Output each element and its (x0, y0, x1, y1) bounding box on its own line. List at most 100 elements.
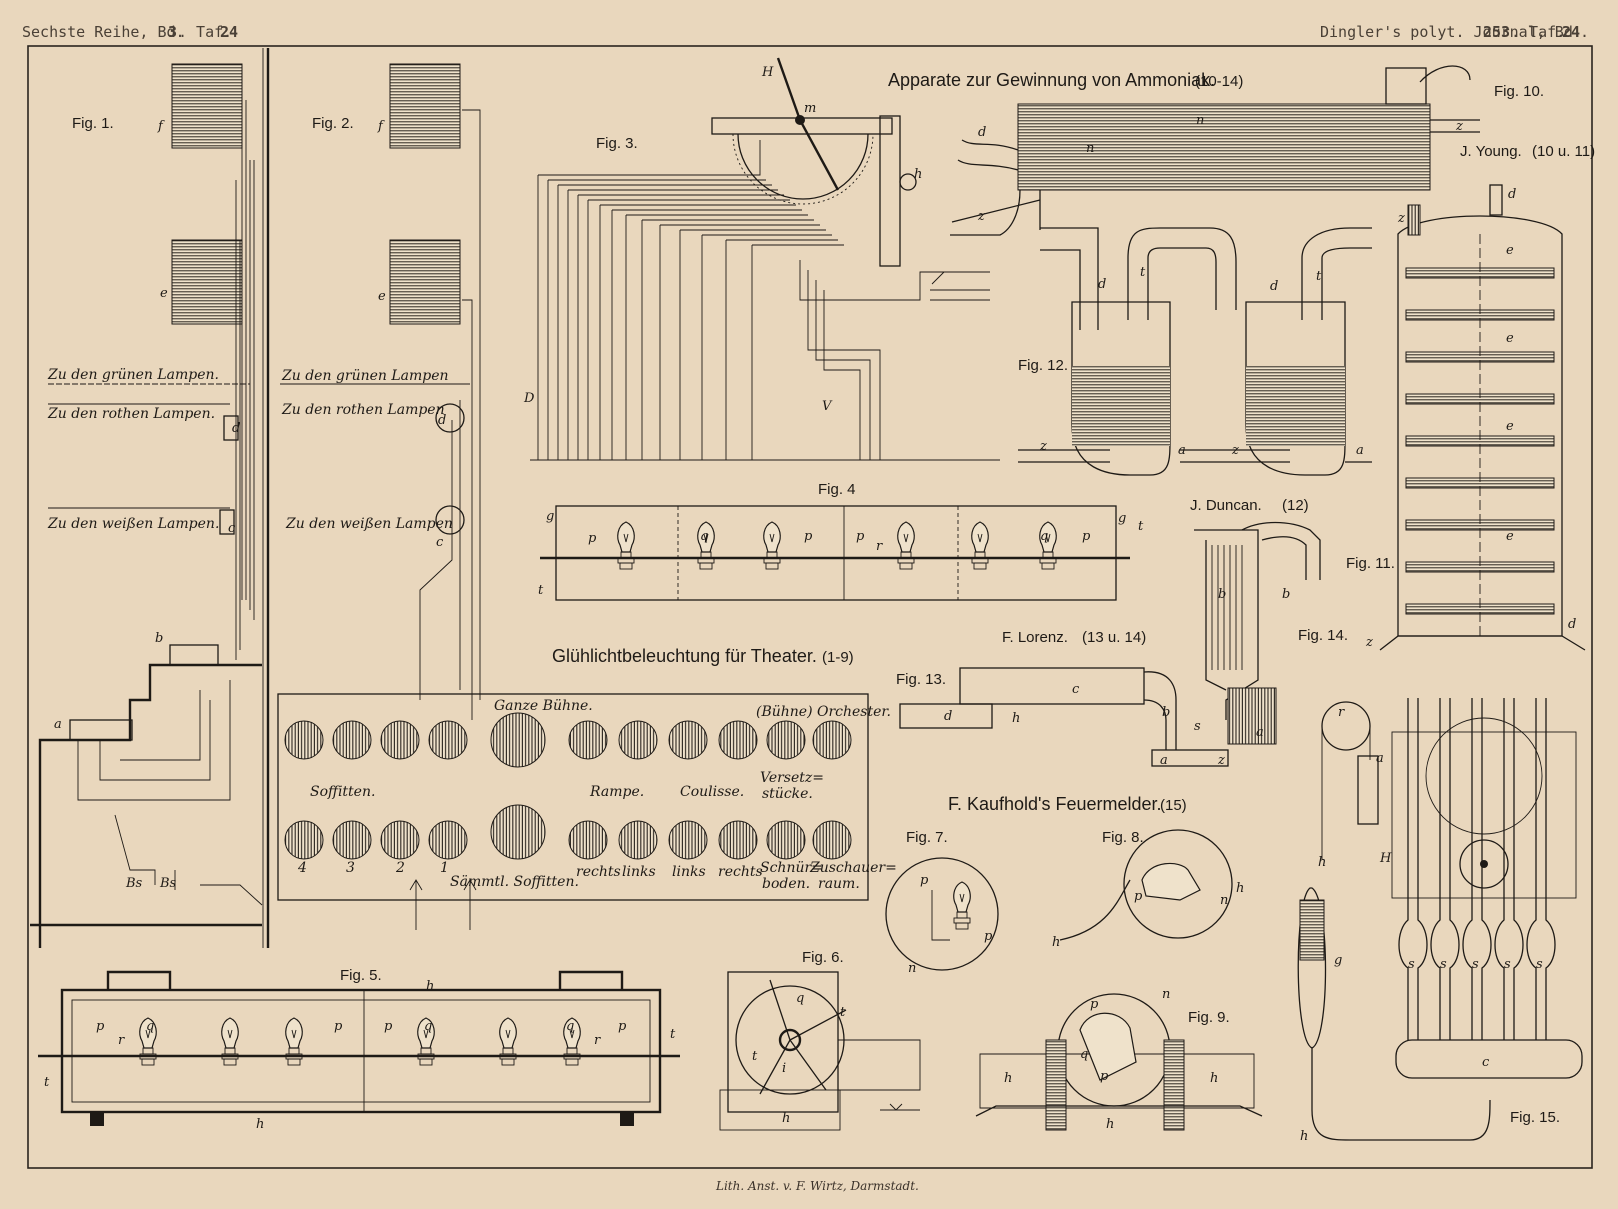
letter-d-12a: d (1098, 277, 1106, 292)
fig2-label: Fig. 2. (312, 115, 354, 132)
fig10-label: Fig. 10. (1494, 83, 1544, 100)
letter-c-15: c (1482, 1055, 1490, 1070)
letter-h-5a: h (426, 979, 434, 994)
fig7-label: Fig. 7. (906, 829, 948, 846)
figure-6: Fig. 6. h t t q i (719, 949, 921, 1131)
header-right-plate: 24 (1562, 23, 1580, 41)
letter-z-10b: z (1455, 119, 1463, 134)
letter-V: V (822, 399, 833, 414)
figure-14: J. Duncan. (12) Fig. 14. b b a (1190, 497, 1348, 745)
switchboard-panel (277, 693, 869, 901)
letter-H-15: H (1379, 851, 1392, 866)
letter-h-8b: h (1236, 881, 1244, 896)
figure-8: Fig. 8. h h n q p (1052, 829, 1244, 950)
fig1-label: Fig. 1. (72, 115, 114, 132)
fig12-label: Fig. 12. (1018, 357, 1068, 374)
figure-3: Fig. 3. H m h D V (523, 57, 1000, 461)
letter-d-11: d (1508, 187, 1516, 202)
letter-h-13: h (1012, 711, 1020, 726)
letter-q-9: q (1080, 1047, 1088, 1062)
title-feuermelder-text: F. Kaufhold's Feuermelder. (948, 794, 1162, 814)
letter-s-15a: s (1408, 957, 1415, 972)
letter-q-5b: q (424, 1019, 432, 1034)
letter-p-5a: p (96, 1019, 105, 1034)
label-soffitten: Soffitten. (310, 784, 375, 800)
figure-11: Fig. 11. d z e e e e z d (1346, 184, 1586, 651)
letter-z-13: z (1217, 753, 1225, 768)
radiator-f2-top (389, 63, 461, 149)
letter-p-9b: p (1100, 1069, 1109, 1084)
letter-d: d (232, 421, 240, 436)
plate-header-right: Dingler's polyt. Journal, Bd. 253 . Taf.… (1320, 23, 1589, 41)
letter-a: a (54, 717, 62, 732)
letter-c-2: c (436, 535, 444, 550)
figure-13: F. Lorenz. (13 u. 14) Fig. 13. c d h b s… (896, 629, 1229, 768)
letter-n-10b: n (1086, 141, 1094, 156)
letter-p-7a: p (920, 873, 929, 888)
letter-e-2: e (378, 289, 386, 304)
fig5-label: Fig. 5. (340, 967, 382, 984)
letter-h-9c: h (1106, 1117, 1114, 1132)
figure-2: Fig. 2. f e Zu den grünen Lampen Zu den … (280, 63, 481, 930)
letter-e-11c: e (1506, 419, 1514, 434)
label-saemmtl-soffitten: Sämmtl. Soffitten. (450, 874, 579, 890)
letter-n-9: n (1162, 987, 1170, 1002)
letter-c-13: c (1072, 682, 1080, 697)
letter-m: m (804, 101, 816, 116)
letter-q-4b: q (1040, 529, 1048, 544)
letter-r-4: r (876, 539, 883, 554)
radiator-f1-mid (171, 239, 243, 325)
header-left-volume: 3 (168, 23, 177, 41)
label-buehne-orchester: (Bühne) Orchester. (756, 704, 891, 720)
letter-e-11a: e (1506, 243, 1514, 258)
letter-a-15: a (1376, 751, 1384, 766)
letter-s-15b: s (1440, 957, 1447, 972)
title-ammoniak-ref: (10-14) (1195, 73, 1243, 90)
letter-z-11b: z (1365, 635, 1373, 650)
letter-h-8a: h (1052, 935, 1060, 950)
letter-h-15a: h (1318, 855, 1326, 870)
letter-t-6a: t (752, 1049, 758, 1064)
fig8-label: Fig. 8. (1102, 829, 1144, 846)
label-rampe: Rampe. (589, 784, 644, 800)
figure-9: Fig. 9. p n q p h h h (975, 987, 1263, 1132)
header-right-volume: 253 (1483, 23, 1510, 41)
header-right-mid: . Taf. (1511, 23, 1565, 41)
fig6-label: Fig. 6. (802, 949, 844, 966)
letter-d-2: d (438, 413, 446, 428)
label-links-1: links (622, 864, 656, 880)
fig14-label: Fig. 14. (1298, 627, 1348, 644)
letter-b: b (155, 631, 163, 646)
letter-z-11: z (1397, 211, 1405, 226)
label-versetz-1: Versetz= (760, 770, 824, 786)
letter-d-13: d (944, 709, 952, 724)
label-rechts-1: rechts (576, 864, 621, 880)
letter-c: c (228, 521, 236, 536)
label-n4: 4 (297, 860, 307, 876)
plate-footer: Lith. Anst. v. F. Wirtz, Darmstadt. (715, 1179, 919, 1193)
letter-r-15: r (1338, 705, 1345, 720)
title-young-ref: (10 u. 11) (1532, 143, 1595, 160)
letter-h-5b: h (256, 1117, 264, 1132)
fig1-white-lamps: Zu den weißen Lampen. (47, 516, 219, 532)
label-ganze-buehne: Ganze Bühne. (494, 698, 593, 714)
letter-p-4a: p (588, 531, 597, 546)
letter-n-8: n (1220, 893, 1228, 908)
letter-p-5b: p (334, 1019, 343, 1034)
label-coulisse: Coulisse. (680, 784, 744, 800)
letter-q-6: q (796, 991, 804, 1006)
letter-bs-1: Bs (125, 876, 143, 891)
letter-t-4b: t (538, 583, 544, 598)
letter-a-12b: a (1356, 443, 1364, 458)
letter-t-4a: t (1138, 519, 1144, 534)
title-duncan-ref: (12) (1282, 497, 1309, 514)
title-ammoniak: Apparate zur Gewinnung von Ammoniak. (10… (888, 70, 1243, 90)
fig13-label: Fig. 13. (896, 671, 946, 688)
fig11-label: Fig. 11. (1346, 555, 1395, 572)
letter-e-11d: e (1506, 529, 1514, 544)
letter-p-8: p (1134, 889, 1143, 904)
letter-n-10a: n (1196, 113, 1204, 128)
letter-i-6: i (782, 1061, 786, 1076)
label-n2: 2 (395, 860, 405, 876)
title-ammoniak-text: Apparate zur Gewinnung von Ammoniak. (888, 70, 1215, 90)
